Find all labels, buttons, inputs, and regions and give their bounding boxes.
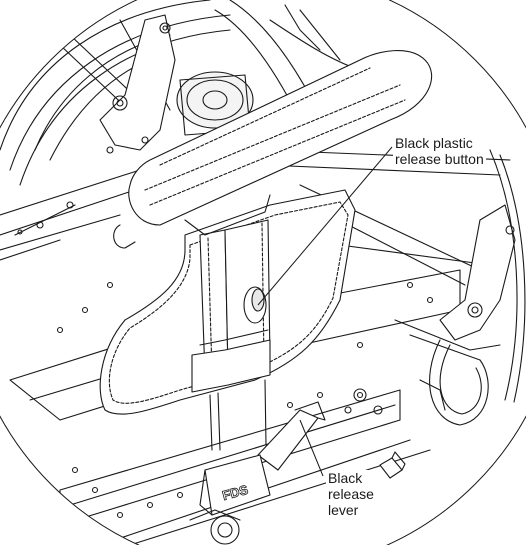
- leader-line-release-button: [257, 146, 393, 306]
- callout-line: Black: [328, 470, 363, 486]
- left-bracket: [99, 14, 176, 154]
- armrest-post: [191, 219, 271, 451]
- callout-line: release button: [395, 151, 484, 167]
- lower-hub: [189, 509, 241, 545]
- release-lever: [199, 401, 326, 516]
- callout-line: Black plastic: [395, 135, 473, 151]
- callout-line: release: [328, 486, 374, 502]
- right-bracket: [394, 204, 516, 426]
- right-wheel-rim: [489, 149, 526, 403]
- leader-line-release-lever: [299, 419, 324, 477]
- fds-logo: FDS: [221, 482, 250, 503]
- small-clip-part: [379, 451, 406, 479]
- callout-line: lever: [328, 502, 359, 518]
- callout-release-button: Black plastic release button: [393, 135, 486, 167]
- callout-release-lever: Black release lever: [326, 470, 376, 518]
- wheel-hub: [176, 71, 254, 136]
- release-button: [243, 286, 267, 324]
- armrest-pad: [113, 49, 433, 249]
